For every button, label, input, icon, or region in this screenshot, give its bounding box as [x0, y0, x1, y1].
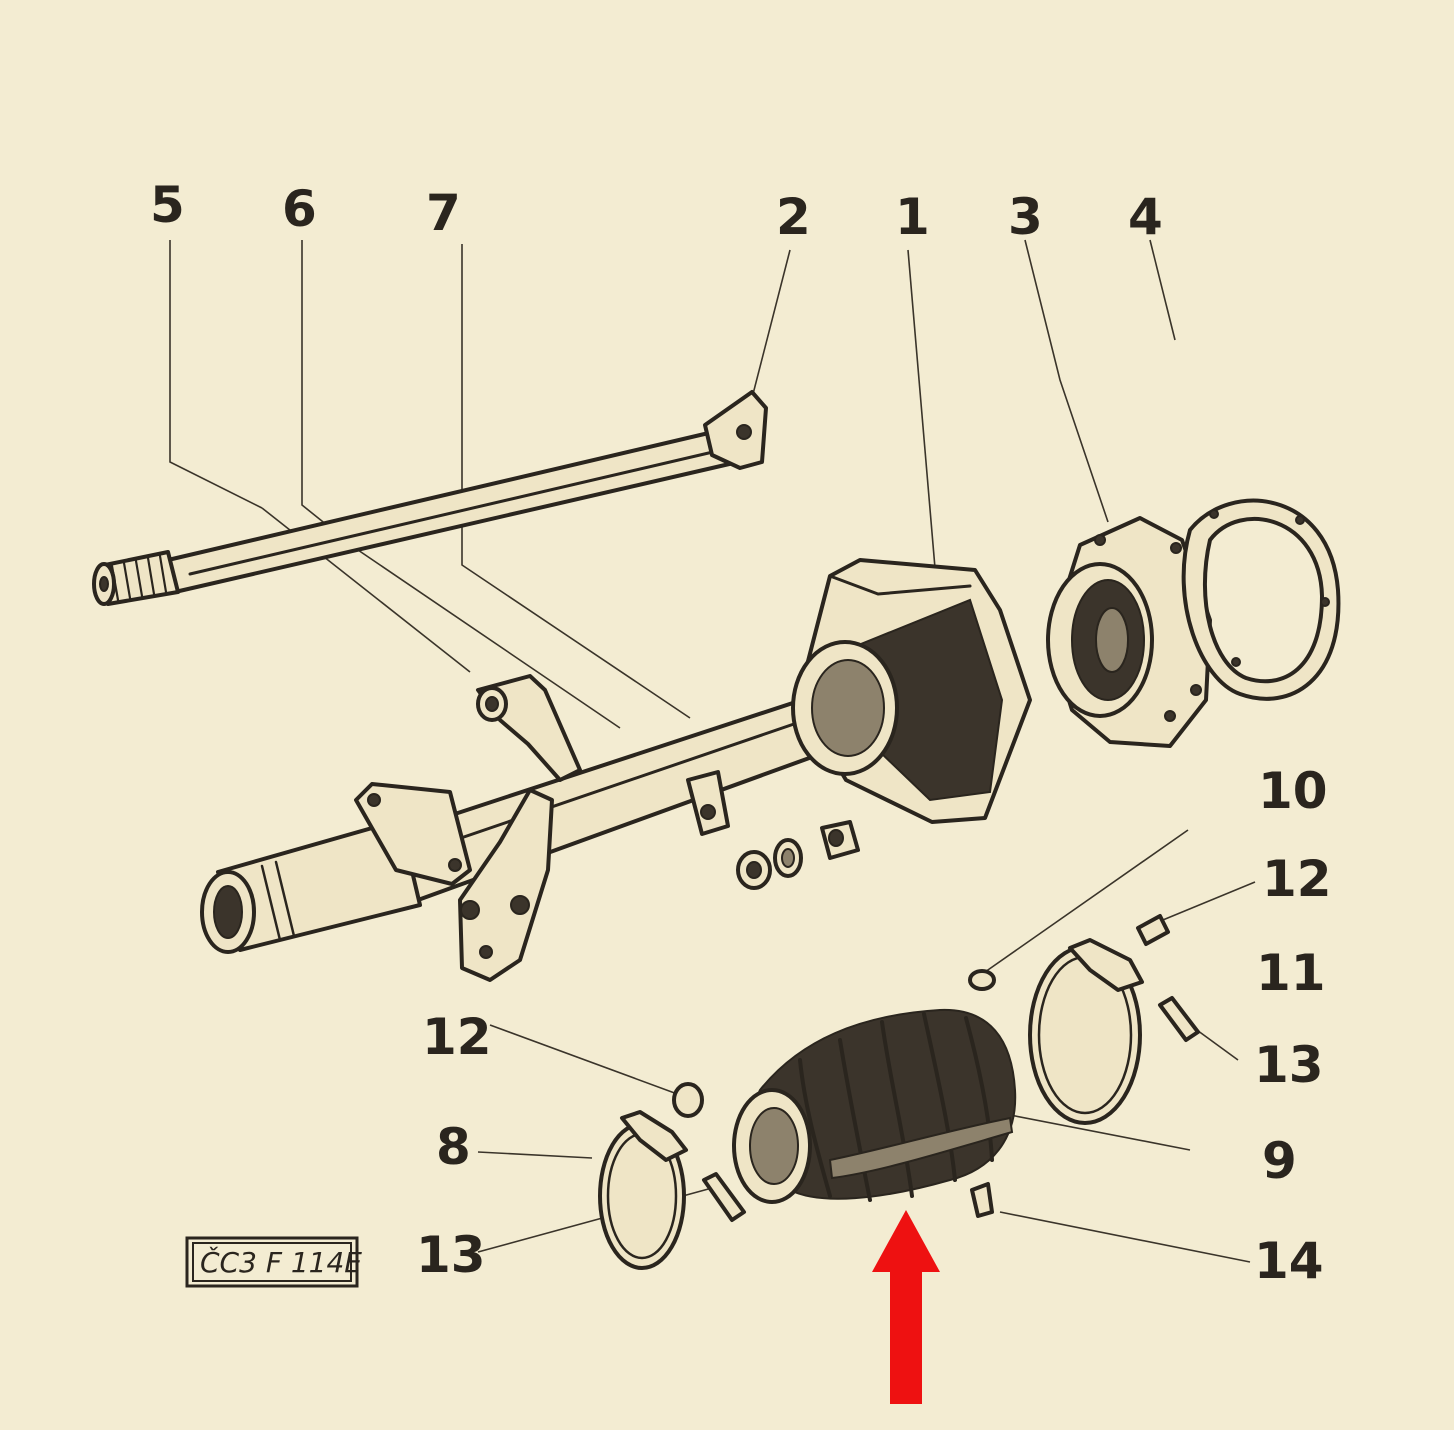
callout-3: 3	[1008, 188, 1043, 246]
hex-housing	[791, 558, 1032, 824]
callout-2: 2	[776, 188, 811, 246]
fasteners-upper	[736, 820, 860, 890]
leader-14	[999, 1211, 1251, 1263]
arrow-up-icon	[872, 1210, 940, 1404]
gasket	[1181, 498, 1341, 701]
callout-12-left: 12	[422, 1008, 492, 1066]
leader-2	[751, 249, 791, 399]
leader-9	[1009, 1114, 1191, 1151]
callout-5: 5	[150, 176, 185, 234]
leader-4	[1149, 239, 1176, 341]
axle-shaft	[92, 390, 768, 606]
clip-right	[1028, 938, 1144, 1125]
leader-lines	[169, 239, 1256, 1263]
callout-7: 7	[426, 184, 461, 242]
clip-left	[598, 1110, 688, 1270]
leader-10	[984, 829, 1189, 973]
callout-9: 9	[1262, 1132, 1297, 1190]
fasteners-lower	[672, 914, 1200, 1222]
leader-12-left	[489, 1024, 681, 1096]
leader-1	[907, 249, 936, 569]
leader-5	[169, 240, 263, 509]
callout-13-right: 13	[1254, 1036, 1324, 1094]
leader-3	[1024, 239, 1109, 523]
leader-12-right	[1157, 881, 1256, 923]
callout-labels: 5 6 7 2 1 3 4 10 12 11 13 9 14 12 8 13	[150, 176, 1332, 1290]
callout-8: 8	[436, 1118, 471, 1176]
reference-code-box: ČC3 F 114E	[185, 1236, 362, 1288]
rubber-bellows	[732, 1008, 1017, 1204]
callout-11: 11	[1256, 944, 1326, 1002]
callout-4: 4	[1128, 188, 1163, 246]
callout-6: 6	[282, 180, 317, 238]
leader-7	[461, 244, 691, 719]
callout-12-right: 12	[1262, 850, 1332, 908]
callout-10: 10	[1258, 762, 1328, 820]
axle-tube	[200, 674, 894, 982]
reference-code: ČC3 F 114E	[200, 1245, 362, 1279]
callout-1: 1	[895, 188, 930, 246]
bearing-housing	[1046, 516, 1212, 748]
callout-14: 14	[1254, 1232, 1324, 1290]
leader-8	[477, 1151, 593, 1159]
callout-13-left: 13	[416, 1226, 486, 1284]
